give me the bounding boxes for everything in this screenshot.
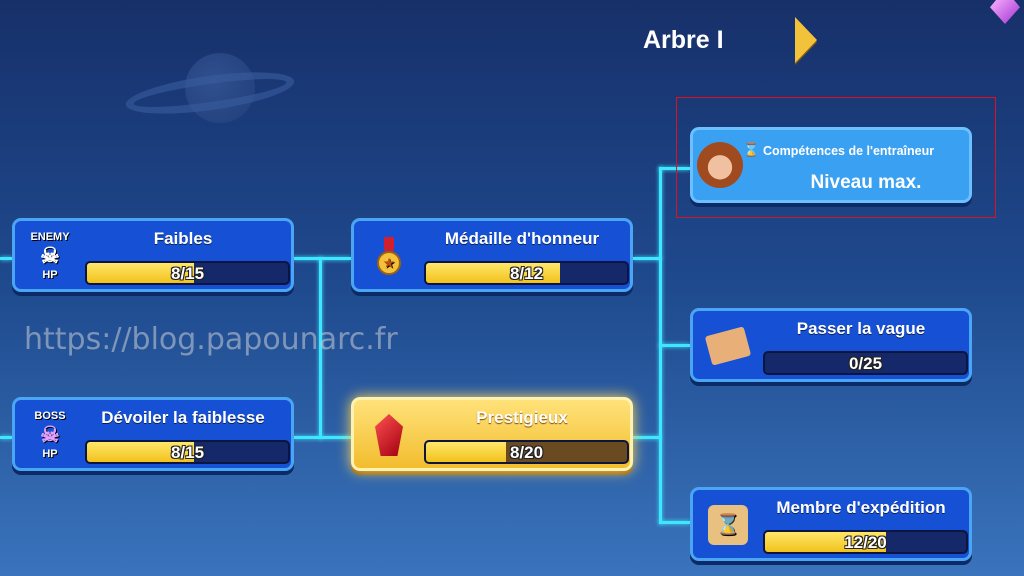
progress-fill: [426, 442, 507, 462]
connector: [0, 436, 12, 439]
skill-node-faibles[interactable]: ENEMY☠HP Faibles 8/15: [12, 218, 294, 292]
node-status: Niveau max.: [810, 172, 922, 193]
enemy-hp-icon: ENEMY☠HP: [30, 231, 70, 281]
progress-text: 8/15: [170, 264, 205, 283]
progress-text: 12/20: [844, 533, 887, 552]
skill-node-medaille[interactable]: ★ Médaille d'honneur 8/12: [351, 218, 633, 292]
gem-icon: [990, 0, 1020, 24]
node-title: Membre d'expédition: [776, 498, 946, 517]
skill-node-passer[interactable]: Passer la vague 0/25: [690, 308, 972, 382]
progress-bar: 12/20: [763, 530, 968, 554]
connector: [659, 344, 690, 347]
node-title: Médaille d'honneur: [444, 229, 600, 248]
progress-bar: 8/15: [85, 261, 290, 285]
progress-bar: 8/15: [85, 440, 290, 464]
connector: [659, 167, 690, 170]
progress-bar: 8/20: [424, 440, 629, 464]
watermark: https://blog.papounarc.fr: [24, 322, 398, 357]
selection-highlight: [676, 97, 996, 218]
progress-bar: 0/25: [763, 351, 968, 375]
connector: [293, 436, 351, 439]
trainer-portrait-icon: [697, 142, 743, 188]
skill-node-membre[interactable]: ⌛ Membre d'expédition 12/20: [690, 487, 972, 561]
node-title: Faibles: [153, 229, 213, 248]
node-title: Dévoiler la faiblesse: [101, 408, 265, 427]
node-title: Passer la vague: [796, 319, 926, 338]
connector: [319, 257, 322, 439]
progress-text: 8/20: [509, 443, 544, 462]
red-crystal-plus-icon: [360, 406, 418, 464]
connector: [0, 257, 12, 260]
progress-bar: 8/12: [424, 261, 629, 285]
progress-fill: [87, 442, 195, 462]
connector: [633, 436, 661, 439]
connector: [633, 257, 661, 260]
connector: [659, 521, 690, 524]
progress-text: 8/12: [509, 264, 544, 283]
next-arrow-button[interactable]: [795, 17, 817, 63]
hourglass-icon: ⌛: [743, 142, 760, 157]
progress-fill: [765, 532, 886, 552]
progress-fill: [87, 263, 195, 283]
map-sword-icon: [699, 317, 757, 375]
progress-text: 0/25: [848, 354, 883, 373]
scroll-hourglass-icon: ⌛: [699, 496, 757, 554]
skill-node-prestigieux[interactable]: Prestigieux 8/20: [351, 397, 633, 471]
skill-node-devoiler[interactable]: BOSS☠HP Dévoiler la faiblesse 8/15: [12, 397, 294, 471]
connector: [293, 257, 351, 260]
boss-hp-icon: BOSS☠HP: [34, 410, 66, 460]
progress-text: 8/15: [170, 443, 205, 462]
skill-node-competences[interactable]: ⌛ Compétences de l'entraîneur Niveau max…: [690, 127, 972, 203]
medal-icon: ★: [360, 227, 418, 285]
node-title: Compétences de l'entraîneur: [763, 144, 935, 158]
node-title: Prestigieux: [476, 408, 568, 427]
progress-fill: [426, 263, 560, 283]
planet-decoration: [123, 48, 297, 138]
tree-title: Arbre I: [643, 26, 724, 54]
